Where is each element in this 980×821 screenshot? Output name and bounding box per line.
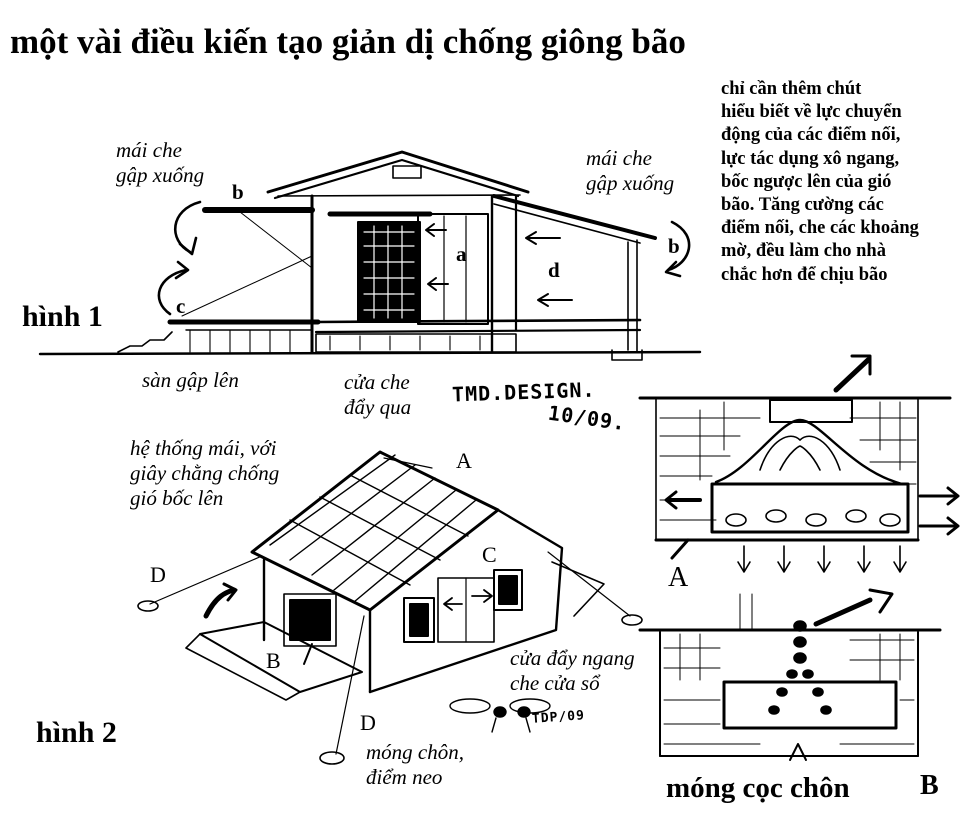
roof-system-label: hệ thống mái, với giây chằng chống gió b…: [130, 436, 330, 511]
note-line: chắc hơn để chịu bão: [721, 264, 976, 287]
foundation-label-a: A: [668, 562, 688, 594]
floor-label: sàn gập lên: [142, 368, 239, 393]
foundation-label-b: B: [920, 770, 939, 802]
note-line: mờ, đều làm cho nhà: [721, 240, 976, 263]
door-line: cửa che: [344, 370, 454, 395]
anchor-line: điểm neo: [366, 765, 496, 790]
roof-left-line: gập xuống: [116, 163, 246, 188]
explanation-note: chỉ cần thêm chút hiểu biết về lực chuyể…: [721, 78, 976, 287]
marker-A: A: [456, 448, 472, 474]
window-cover-line: cửa đẩy ngang: [510, 646, 680, 671]
note-line: bão. Tăng cường các: [721, 194, 976, 217]
roof-right-label: mái che gập xuống: [586, 146, 716, 196]
marker-a: a: [456, 242, 467, 267]
page-title: một vài điều kiến tạo giản dị chống giôn…: [10, 22, 686, 62]
roof-right-line: gập xuống: [586, 171, 716, 196]
roof-system-line: hệ thống mái, với: [130, 436, 330, 461]
figure1-label: hình 1: [22, 300, 103, 334]
door-line: đẩy qua: [344, 395, 454, 420]
roof-system-line: giây chằng chống: [130, 461, 330, 486]
roof-left-line: mái che: [116, 138, 246, 163]
marker-D-bottom: D: [360, 710, 376, 736]
note-line: động của các điểm nối,: [721, 124, 976, 147]
note-line: điểm nối, che các khoảng: [721, 217, 976, 240]
marker-b-right: b: [668, 234, 680, 259]
note-line: bốc ngược lên của gió: [721, 171, 976, 194]
anchor-line: móng chôn,: [366, 740, 496, 765]
note-line: chỉ cần thêm chút: [721, 78, 976, 101]
marker-B: B: [266, 648, 281, 674]
window-cover-label: cửa đẩy ngang che cửa sổ: [510, 646, 680, 696]
marker-c: c: [176, 294, 185, 319]
note-line: hiểu biết về lực chuyển: [721, 101, 976, 124]
figure2-label: hình 2: [36, 716, 117, 750]
foundation-detail-a: [640, 356, 958, 572]
roof-system-line: gió bốc lên: [130, 486, 330, 511]
anchor-label: móng chôn, điểm neo: [366, 740, 496, 790]
roof-left-label: mái che gập xuống: [116, 138, 246, 188]
window-cover-line: che cửa sổ: [510, 671, 680, 696]
foundation-caption: móng cọc chôn: [666, 772, 850, 805]
note-line: lực tác dụng xô ngang,: [721, 148, 976, 171]
door-label: cửa che đẩy qua: [344, 370, 454, 420]
marker-C: C: [482, 542, 497, 568]
foundation-detail-b: [640, 590, 940, 760]
marker-b-left: b: [232, 180, 244, 205]
marker-D-left: D: [150, 562, 166, 588]
marker-d: d: [548, 258, 560, 283]
roof-right-line: mái che: [586, 146, 716, 171]
signature-name: TMD.DESIGN.: [452, 378, 596, 407]
